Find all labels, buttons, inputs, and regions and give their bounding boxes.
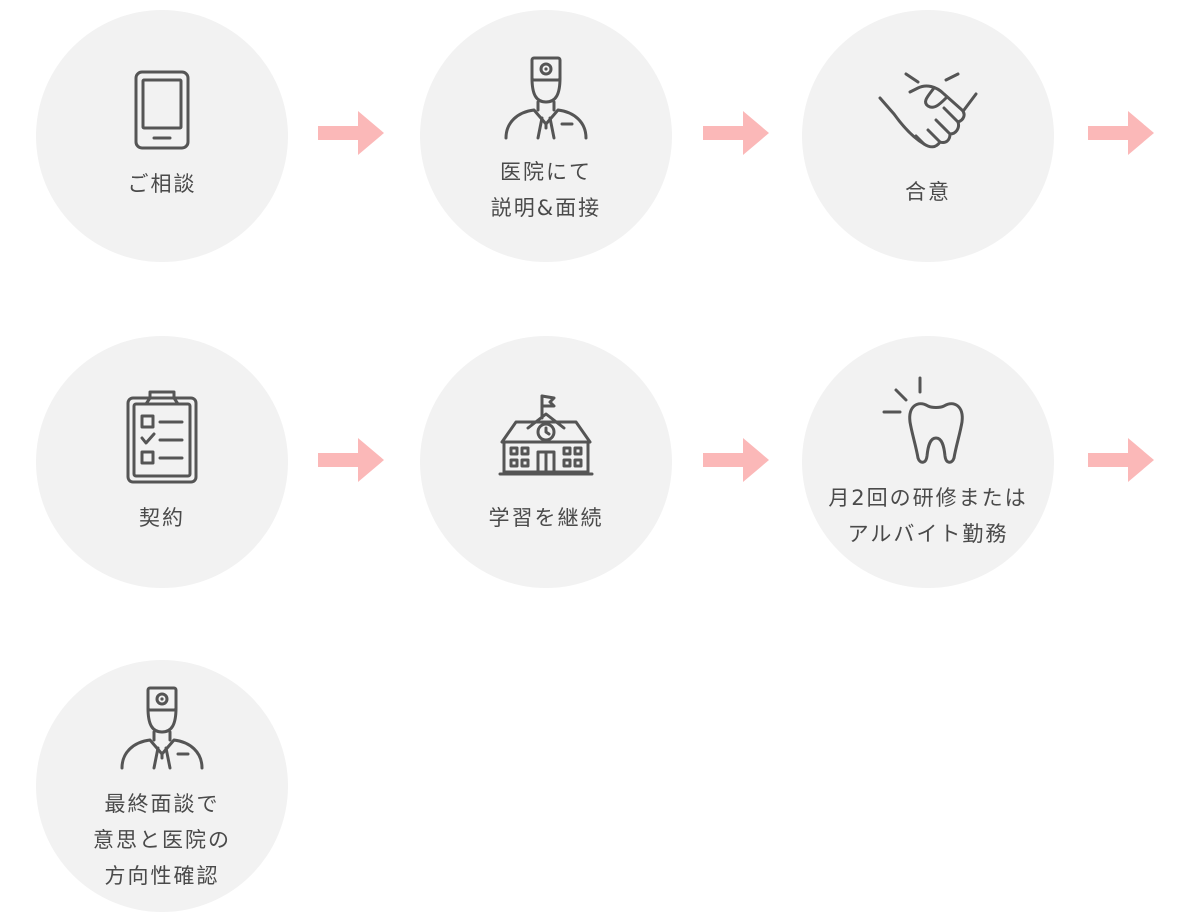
step-continue-learning: 学習を継続 (420, 336, 672, 588)
step-label-line: 説明&面接 (490, 196, 602, 220)
step-clinic-interview: 医院にて 説明&面接 (420, 10, 672, 262)
step-label-line: 契約 (139, 506, 185, 530)
step-label-line: 医院にて (500, 160, 592, 184)
arrow-right-icon (318, 111, 384, 155)
step-label-line: ご相談 (127, 172, 197, 196)
step-final-interview: 最終面談で 意思と医院の 方向性確認 (36, 660, 288, 912)
tooth-icon (802, 376, 1054, 470)
clipboard-checklist-icon (36, 386, 288, 490)
step-label-line: アルバイト勤務 (847, 522, 1009, 546)
step-consultation: ご相談 (36, 10, 288, 262)
tablet-icon (36, 68, 288, 158)
step-label-line: 月2回の研修または (828, 486, 1028, 510)
doctor-icon (420, 52, 672, 152)
step-label-line: 合意 (905, 180, 951, 204)
step-training-part-time: 月2回の研修または アルバイト勤務 (802, 336, 1054, 588)
step-contract: 契約 (36, 336, 288, 588)
arrow-right-icon (1088, 438, 1154, 482)
arrow-right-icon (703, 438, 769, 482)
arrow-right-icon (703, 111, 769, 155)
handshake-icon (802, 68, 1054, 158)
step-label-line: 最終面談で (104, 792, 220, 816)
arrow-right-icon (1088, 111, 1154, 155)
step-agreement: 合意 (802, 10, 1054, 262)
doctor-icon (36, 682, 288, 782)
arrow-right-icon (318, 438, 384, 482)
step-label-line: 方向性確認 (104, 864, 220, 888)
school-building-icon (420, 392, 672, 484)
step-label-line: 学習を継続 (488, 506, 604, 530)
step-label-line: 意思と医院の (93, 828, 231, 852)
